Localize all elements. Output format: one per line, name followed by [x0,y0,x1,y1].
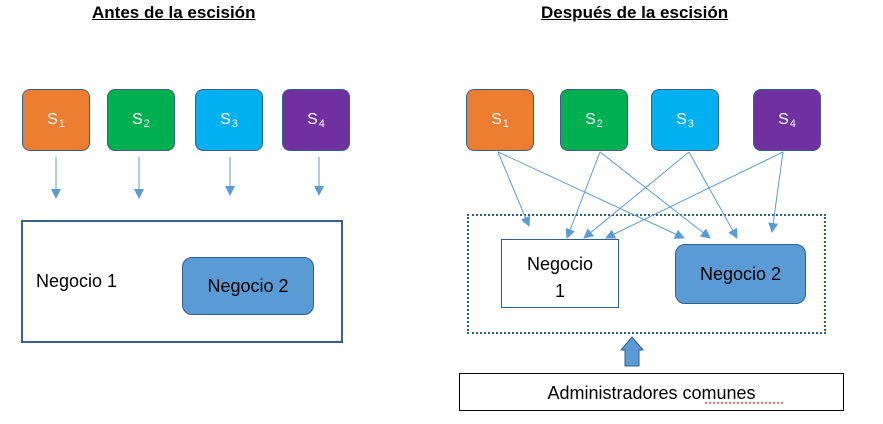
right-arrow-s1-b2 [497,151,685,239]
right-business-2-box: Negocio 2 [675,244,806,304]
admins-box: Administradores comunes [459,373,844,411]
left-business-2-box: Negocio 2 [182,257,314,315]
left-business-2-label: Negocio 2 [207,275,289,296]
right-business-1-label-line1: Negocio [526,254,594,274]
right-arrow-s3-b1 [583,151,690,239]
right-arrow-s2-b1 [565,151,601,239]
right-business-1-box: Negocio 1 [501,239,619,308]
right-business-2-label: Negocio 2 [699,263,782,284]
before-title: Antes de la escisión [92,3,256,22]
right-dotted-group [467,214,826,334]
after-title: Después de la escisión [541,3,729,22]
admin-up-arrow [619,336,645,367]
right-arrow-s1-b1 [497,151,531,227]
right-arrow-s2-b2 [599,151,711,239]
left-business-1-label: Negocio 1 [36,271,118,291]
right-arrow-s4-b2 [768,151,784,233]
admins-label: Administradores comunes [547,383,756,403]
right-arrow-s4-b1 [605,151,784,239]
right-business-1-label-line2: 1 [554,281,565,301]
right-arrow-s3-b2 [688,151,738,239]
